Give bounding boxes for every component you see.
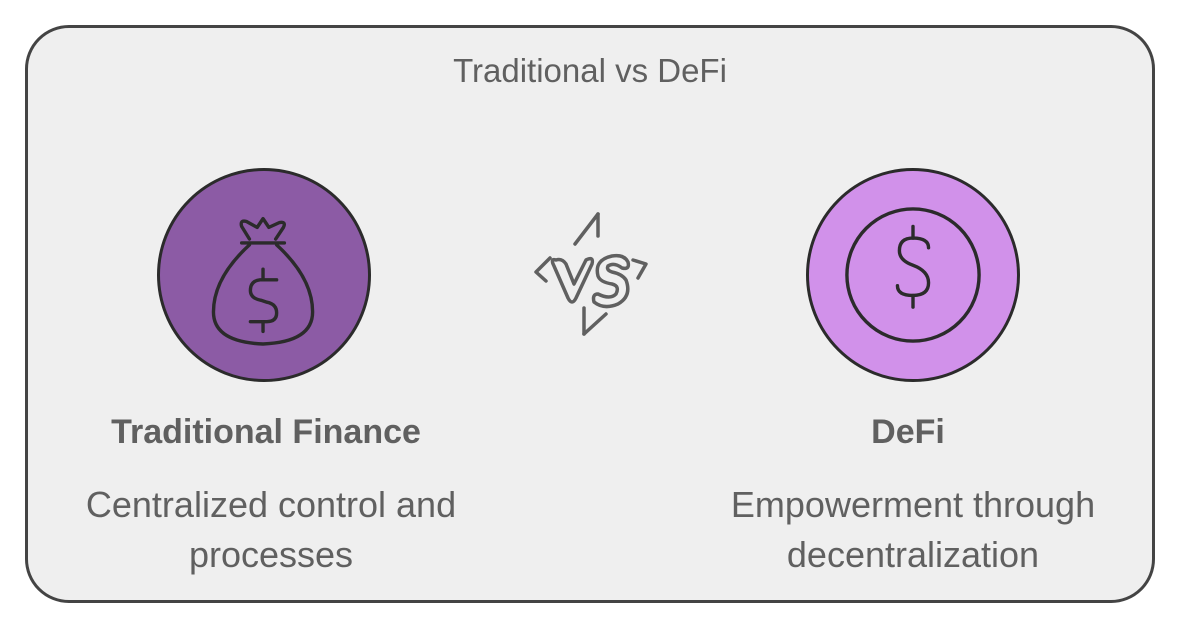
coin-dollar-icon — [845, 207, 981, 343]
defi-circle — [806, 168, 1020, 382]
diagram-title: Traditional vs DeFi — [453, 52, 727, 89]
defi-description: Empowerment through decentralization — [730, 484, 1096, 575]
versus-lightning-icon — [534, 212, 648, 336]
traditional-finance-circle — [157, 168, 371, 382]
defi-heading: DeFi — [871, 413, 945, 451]
traditional-finance-description: Centralized control and processes — [85, 484, 457, 575]
traditional-finance-heading: Traditional Finance — [111, 413, 421, 451]
money-bag-dollar-icon — [211, 216, 315, 346]
